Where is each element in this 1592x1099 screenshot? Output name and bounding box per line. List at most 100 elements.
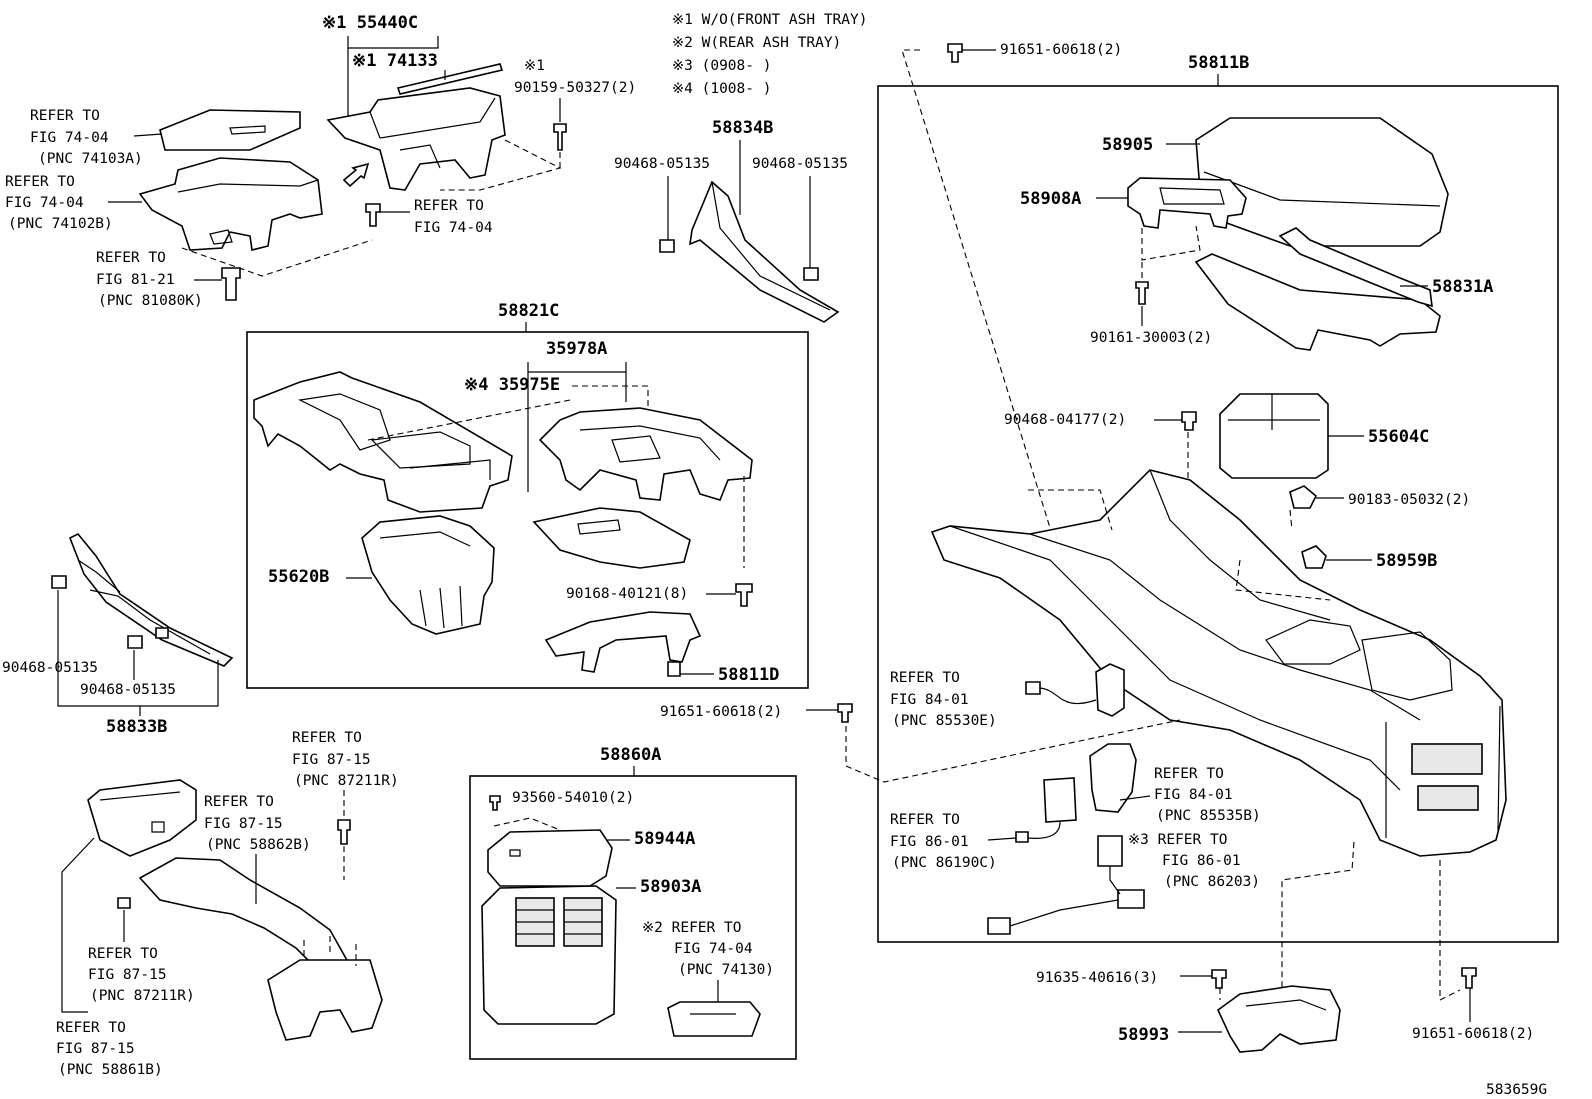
arrow-icon <box>342 162 370 188</box>
cupholder-ribs <box>419 585 463 629</box>
ref-58861B-l3: (PNC 58861B) <box>58 1062 163 1078</box>
ref-74102B-l3: (PNC 74102B) <box>8 216 113 232</box>
label-90468-b: 90468-05135 <box>80 682 176 698</box>
dash-holder <box>440 139 562 191</box>
trim-58834B <box>689 180 840 323</box>
label-90159-mark: ※1 <box>524 58 545 74</box>
note-2: ※2 W(REAR ASH TRAY) <box>672 35 841 51</box>
screw-93560 <box>489 795 501 811</box>
console-58811B <box>930 469 1507 857</box>
clip-58834B-r <box>803 267 819 281</box>
duct-58862B-clip <box>151 821 165 833</box>
dash-console-b <box>1235 559 1331 601</box>
bracket-58833B <box>57 590 219 707</box>
bracket-58993-inner <box>1245 999 1327 1011</box>
label-55604C: 55604C <box>1368 427 1429 447</box>
panel-58944A <box>487 829 613 887</box>
trim-58834B-edge <box>711 181 831 311</box>
label-91635: 91635-40616(3) <box>1036 970 1158 986</box>
ref-74102B-l2: FIG 74-04 <box>5 195 84 211</box>
group-58811B: 58811B <box>1188 53 1249 73</box>
wire-86190C <box>1027 821 1061 839</box>
dash-box <box>181 239 373 277</box>
ref-58861B-l2: FIG 87-15 <box>56 1041 135 1057</box>
screw-91651-mid <box>837 703 853 723</box>
ashtray-holder-detail <box>399 144 441 169</box>
screw-91635 <box>1211 969 1227 989</box>
duct-bracket <box>267 959 383 1041</box>
lid-74103A <box>159 109 301 151</box>
group-58834B: 58834B <box>712 118 773 138</box>
ref-85530E-l1: REFER TO <box>890 670 960 686</box>
lid-slot <box>229 125 266 135</box>
ref-85530E-l2: FIG 84-01 <box>890 692 969 708</box>
bracket-35978A <box>527 362 627 373</box>
ref-74130-l1: ※2 REFER TO <box>642 920 741 936</box>
screw-91651-bot <box>1461 967 1477 989</box>
clip-58811D <box>667 661 681 677</box>
clip-87211R-top <box>337 819 351 845</box>
console-edge-3 <box>1149 469 1331 621</box>
boot-slot <box>577 519 621 535</box>
ref-58862B-l2: FIG 87-15 <box>204 816 283 832</box>
box-74102B <box>138 157 323 251</box>
jack-86203 <box>1097 835 1123 867</box>
screw-90159 <box>553 123 567 151</box>
box-74102B-detail <box>209 229 233 245</box>
screw-90168 <box>735 583 753 607</box>
leader-85535B <box>1119 795 1151 801</box>
note-4: ※4 (1008- ) <box>672 81 771 97</box>
clip-90468-04177 <box>1181 411 1197 431</box>
dash-91651-mid <box>845 719 1181 783</box>
ref-87211R-top-l1: REFER TO <box>292 730 362 746</box>
ref-86203-l2: FIG 86-01 <box>1162 853 1241 869</box>
ref-85535B-l2: FIG 84-01 <box>1154 787 1233 803</box>
dash-58993 <box>1281 841 1355 990</box>
label-90468-a: 90468-05135 <box>2 660 98 676</box>
label-55620B: 55620B <box>268 567 329 587</box>
vent-louvers <box>516 909 602 935</box>
label-58944A: 58944A <box>634 829 695 849</box>
ref-74130-l3: (PNC 74130) <box>678 962 774 978</box>
armrest-58905 <box>1195 117 1449 247</box>
ref-86203-l1: ※3 REFER TO <box>1128 832 1227 848</box>
label-90468-05135-r: 90468-05135 <box>752 156 848 172</box>
dash-console-a <box>1028 489 1113 531</box>
hinge-inner <box>1159 187 1225 205</box>
label-93560: 93560-54010(2) <box>512 790 634 806</box>
label-91651-top: 91651-60618(2) <box>1000 42 1122 58</box>
console-rear-slot <box>1417 785 1479 811</box>
label-90183: 90183-05032(2) <box>1348 492 1470 508</box>
label-91651-mid: 91651-60618(2) <box>660 704 782 720</box>
trim-58831A-inner <box>1278 227 1433 308</box>
socket-85530E <box>1095 663 1125 717</box>
connector-86190C <box>1015 831 1029 843</box>
wire-85530E <box>1039 687 1097 705</box>
ref-58861B-l1: REFER TO <box>56 1020 126 1036</box>
clip-58833B-a <box>51 575 67 589</box>
label-58811D: 58811D <box>718 665 779 685</box>
label-90161: 90161-30003(2) <box>1090 330 1212 346</box>
ref-87211R-bot-l2: FIG 87-15 <box>88 967 167 983</box>
duct-58862B <box>87 779 197 857</box>
console-cup-opening <box>1265 619 1361 665</box>
bracket-inner <box>579 425 721 461</box>
bracket-slot <box>611 435 661 463</box>
label-58993: 58993 <box>1118 1025 1169 1045</box>
ref-58862B-l1: REFER TO <box>204 794 274 810</box>
group-35978A: 35978A <box>546 339 607 359</box>
hinge-58908A <box>1127 177 1247 229</box>
label-58905: 58905 <box>1102 135 1153 155</box>
clip-58833B-b <box>127 635 143 649</box>
socket-85535B <box>1089 743 1137 813</box>
label-58903A: 58903A <box>640 877 701 897</box>
label-58959B: 58959B <box>1376 551 1437 571</box>
console-rear-vent <box>1411 743 1483 775</box>
ref-58862B-l3: (PNC 58862B) <box>206 837 311 853</box>
ref-74102B-l1: REFER TO <box>5 174 75 190</box>
box-74102B-inner <box>177 179 319 193</box>
connector-86203-b <box>987 917 1011 935</box>
console-edge-1 <box>949 525 1401 791</box>
bracket-58811D <box>544 611 702 673</box>
